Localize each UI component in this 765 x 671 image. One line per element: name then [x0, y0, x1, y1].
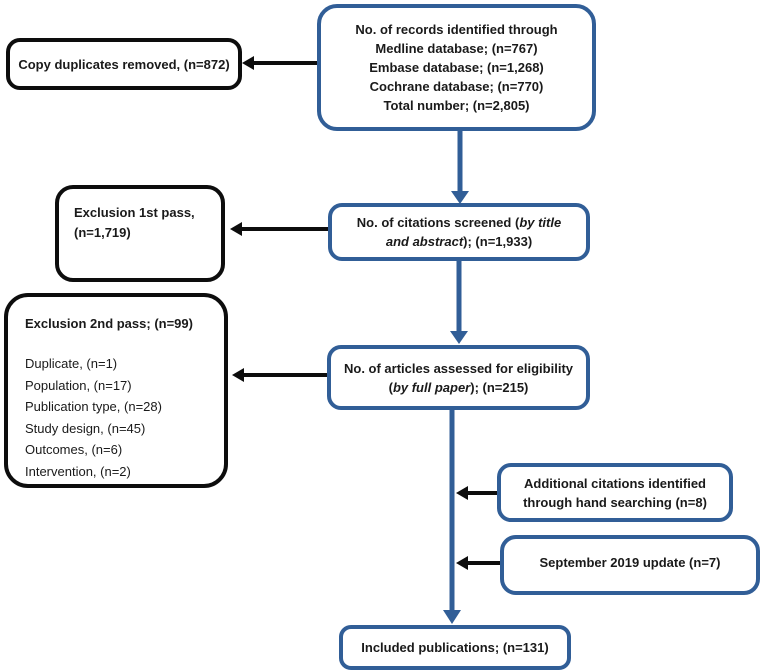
arrow-records-to-screened	[451, 131, 469, 204]
september-update-box: September 2019 update (n=7)	[500, 535, 760, 595]
exclusion2-item: Duplicate, (n=1)	[25, 356, 118, 371]
records-line: Cochrane database; (n=770)	[369, 79, 544, 94]
records-identified-box: No. of records identified through Medlin…	[317, 4, 596, 131]
additional-line1: Additional citations identified	[524, 475, 706, 491]
exclusion-second-pass-box: Exclusion 2nd pass; (n=99) Duplicate, (n…	[4, 293, 228, 488]
september-label: September 2019 update (n=7)	[539, 555, 721, 570]
additional-citations-box: Additional citations identified through …	[497, 463, 733, 522]
records-line: No. of records identified through	[355, 22, 558, 37]
records-line: Medline database; (n=767)	[375, 41, 538, 56]
exclusion2-item: Study design, (n=45)	[25, 420, 146, 436]
exclusion2-item: Outcomes, (n=6)	[25, 442, 123, 457]
duplicates-label: Copy duplicates removed, (n=872)	[18, 56, 230, 72]
arrow-eligibility-to-exclusion2	[232, 368, 327, 382]
eligibility-text-pre: No. of articles assessed for eligibility…	[343, 360, 574, 395]
exclusion-first-pass-box: Exclusion 1st pass, (n=1,719)	[55, 185, 225, 282]
exclusion2-item: Intervention, (n=2)	[25, 463, 131, 479]
arrow-additional-to-mainline	[456, 486, 497, 500]
articles-assessed-box: No. of articles assessed for eligibility…	[327, 345, 590, 410]
additional-line2: through hand searching (n=8)	[523, 494, 707, 510]
exclusion2-title: Exclusion 2nd pass; (n=99)	[25, 316, 193, 331]
exclusion2-items: Duplicate, (n=1) Population, (n=17) Publ…	[25, 353, 207, 482]
included-publications-box: Included publications; (n=131)	[339, 625, 571, 670]
citations-screened-box: No. of citations screened (by title and …	[328, 203, 590, 261]
exclusion2-item: Publication type, (n=28)	[25, 399, 162, 414]
duplicates-removed-box: Copy duplicates removed, (n=872)	[6, 38, 242, 90]
eligibility-text-post: ); (n=215)	[470, 379, 529, 395]
exclusion2-item: Population, (n=17)	[25, 377, 132, 393]
exclusion1-line2: (n=1,719)	[74, 225, 131, 240]
screened-text-pre: No. of citations screened (	[356, 215, 520, 230]
screened-text: No. of citations screened (by title and …	[344, 213, 574, 251]
eligibility-text-italic: by full paper	[392, 379, 471, 395]
arrow-screened-to-exclusion1	[230, 222, 328, 236]
exclusion1-line1: Exclusion 1st pass,	[74, 205, 195, 220]
arrow-records-to-duplicates	[242, 56, 317, 70]
screened-text-italic: by title and abstract	[385, 215, 562, 249]
eligibility-text: No. of articles assessed for eligibility…	[343, 359, 574, 397]
screened-text-post: ); (n=1,933)	[463, 234, 533, 249]
arrow-september-to-mainline	[456, 556, 500, 570]
records-line: Embase database; (n=1,268)	[369, 60, 544, 75]
records-line: Total number; (n=2,805)	[383, 98, 530, 113]
arrow-screened-to-eligibility	[450, 261, 468, 344]
arrow-eligibility-to-included	[443, 410, 461, 624]
included-label: Included publications; (n=131)	[361, 640, 549, 655]
